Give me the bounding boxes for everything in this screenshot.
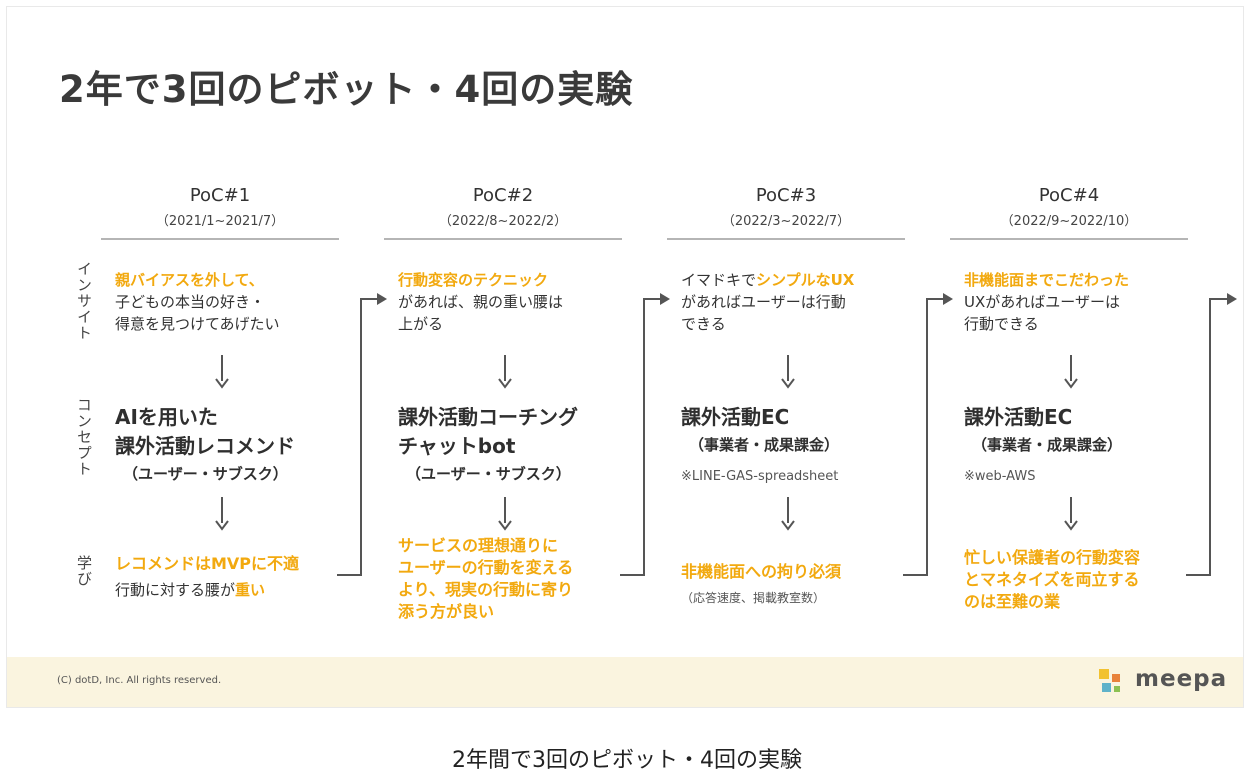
column-name: PoC#2 [472, 185, 534, 206]
insight-line: 行動できる [964, 315, 1039, 333]
poc-column-4: PoC#4 （2022/9~2022/10） 非機能面までこだわった UXがあれ… [950, 185, 1200, 611]
concept-block: 課外活動コーチング チャットbot （ユーザー・サブスク） [398, 403, 578, 485]
learning-highlight: ユーザーの行動を変える [398, 558, 574, 577]
down-arrow-icon [498, 497, 512, 531]
learning-block: サービスの理想通りに ユーザーの行動を変える より、現実の行動に寄り 添う方が良… [398, 535, 573, 623]
concept-subtitle: （事業者・成果課金） [689, 436, 840, 454]
column-period: （2021/1~2021/7） [155, 214, 285, 229]
column-period: （2022/3~2022/7） [721, 214, 851, 229]
flow-arrow-4 [1186, 298, 1229, 576]
flow-arrow-2 [620, 298, 662, 576]
learning-highlight: 非機能面への拘り必須 [681, 562, 842, 581]
learning-highlight: とマネタイズを両立する [964, 570, 1140, 589]
column-header: PoC#4 （2022/9~2022/10） [950, 185, 1188, 229]
column-name: PoC#3 [755, 185, 817, 206]
row-label-insight: インサイト [75, 261, 93, 341]
learning-note: （応答速度、掲載教室数） [681, 591, 826, 605]
insight-line: UXがあればユーザーは [964, 293, 1120, 311]
down-arrow-icon [1064, 355, 1078, 389]
insight-line: 上がる [398, 315, 444, 333]
poc-column-3: PoC#3 （2022/3~2022/7） イマドキでシンプルなUX があればユ… [667, 185, 917, 605]
column-header: PoC#3 （2022/3~2022/7） [667, 185, 905, 229]
insight-line: 非機能面までこだわった [964, 271, 1130, 289]
concept-subtitle: （ユーザー・サブスク） [123, 465, 288, 483]
meepa-logo-icon [1099, 669, 1120, 692]
insight-highlight: シンプルなUX [756, 271, 855, 289]
learning-highlight: レコメンドはMVPに不適 [115, 554, 300, 573]
concept-subtitle: （事業者・成果課金） [972, 436, 1123, 454]
insight-line: 子どもの本当の好き・ [115, 293, 266, 311]
flow-arrows [337, 293, 1237, 576]
column-header: PoC#2 （2022/8~2022/2） [384, 185, 622, 229]
flow-arrowhead-2 [660, 293, 670, 305]
learning-block: 非機能面への拘り必須 （応答速度、掲載教室数） [681, 561, 841, 609]
poc-column-1: PoC#1 （2021/1~2021/7） 親バイアスを外して、 子どもの本当の… [101, 185, 351, 599]
flow-arrowhead-3 [943, 293, 953, 305]
poc-column-2: PoC#2 （2022/8~2022/2） 行動変容のテクニック があれば、親の… [384, 185, 634, 621]
copyright-text: (C) dotD, Inc. All rights reserved. [57, 675, 222, 686]
concept-note: ※LINE-GAS-spreadsheet [681, 469, 839, 484]
column-rule [950, 238, 1188, 240]
concept-title-line: 課外活動レコメンド [115, 434, 295, 458]
insight-text: 非機能面までこだわった UXがあればユーザーは 行動できる [964, 269, 1129, 335]
concept-block: AIを用いた 課外活動レコメンド （ユーザー・サブスク） [115, 403, 295, 485]
down-arrow-icon [1064, 497, 1078, 531]
concept-block: 課外活動EC （事業者・成果課金） ※LINE-GAS-spreadsheet [681, 403, 839, 488]
learning-highlight: のは至難の業 [964, 592, 1061, 611]
concept-title-line: 課外活動コーチング [398, 405, 578, 429]
flow-arrow-1 [337, 298, 379, 576]
flow-arrow-3 [903, 298, 945, 576]
insight-plain: イマドキで [681, 271, 757, 289]
concept-note: ※web-AWS [964, 469, 1036, 484]
learning-highlight: 添う方が良い [398, 602, 495, 621]
insight-line: 行動変容のテクニック [398, 271, 549, 289]
insight-line: 得意を見つけてあげたい [115, 315, 280, 333]
insight-line: があれば、親の重い腰は [398, 293, 564, 311]
logo-text: meepa [1135, 666, 1228, 692]
down-arrow-icon [215, 355, 229, 389]
concept-block: 課外活動EC （事業者・成果課金） ※web-AWS [964, 403, 1122, 488]
column-name: PoC#1 [189, 185, 251, 206]
insight-text: 親バイアスを外して、 子どもの本当の好き・ 得意を見つけてあげたい [115, 269, 280, 335]
concept-subtitle: （ユーザー・サブスク） [406, 465, 571, 483]
insight-line: があればユーザーは行動 [681, 293, 846, 311]
learning-highlight: サービスの理想通りに [398, 536, 559, 555]
image-caption: 2年間で3回のピボット・4回の実験 [452, 748, 802, 773]
insight-line: 親バイアスを外して、 [115, 271, 264, 289]
concept-title-line: チャットbot [398, 434, 516, 458]
insight-line: できる [681, 315, 726, 333]
slide: 2年で3回のピボット・4回の実験 インサイト コンセプト 学び PoC#1 （2… [6, 6, 1244, 708]
learning-plain-text: 行動に対する腰が [115, 581, 236, 599]
column-name: PoC#4 [1038, 185, 1100, 206]
learning-plain-emphasis: 重い [235, 581, 266, 599]
row-label-learning: 学び [75, 555, 93, 587]
learning-block: レコメンドはMVPに不適 行動に対する腰が重い [115, 553, 299, 601]
column-rule [101, 238, 339, 240]
row-label-concept: コンセプト [75, 397, 93, 477]
flow-arrowhead-1 [377, 293, 387, 305]
slide-title: 2年で3回のピボット・4回の実験 [59, 68, 634, 111]
column-rule [384, 238, 622, 240]
slide-footer: (C) dotD, Inc. All rights reserved. meep… [7, 657, 1243, 707]
down-arrow-icon [781, 355, 795, 389]
column-period: （2022/9~2022/10） [1000, 214, 1138, 229]
learning-plain: 行動に対する腰が重い [115, 579, 299, 601]
insight-line: イマドキでシンプルなUX [681, 269, 854, 291]
learning-block: 忙しい保護者の行動変容 とマネタイズを両立する のは至難の業 [964, 547, 1140, 613]
concept-title-line: 課外活動EC [964, 405, 1073, 429]
concept-title-line: AIを用いた [115, 405, 218, 429]
flow-arrowhead-4 [1227, 293, 1237, 305]
column-header: PoC#1 （2021/1~2021/7） [101, 185, 339, 229]
insight-text: イマドキでシンプルなUX があればユーザーは行動 できる [681, 269, 854, 335]
concept-title-line: 課外活動EC [681, 405, 790, 429]
down-arrow-icon [498, 355, 512, 389]
down-arrow-icon [781, 497, 795, 531]
learning-highlight: 忙しい保護者の行動変容 [964, 548, 1141, 567]
insight-text: 行動変容のテクニック があれば、親の重い腰は 上がる [398, 269, 563, 335]
column-period: （2022/8~2022/2） [438, 214, 568, 229]
learning-highlight: より、現実の行動に寄り [398, 580, 574, 599]
down-arrow-icon [215, 497, 229, 531]
column-rule [667, 238, 905, 240]
